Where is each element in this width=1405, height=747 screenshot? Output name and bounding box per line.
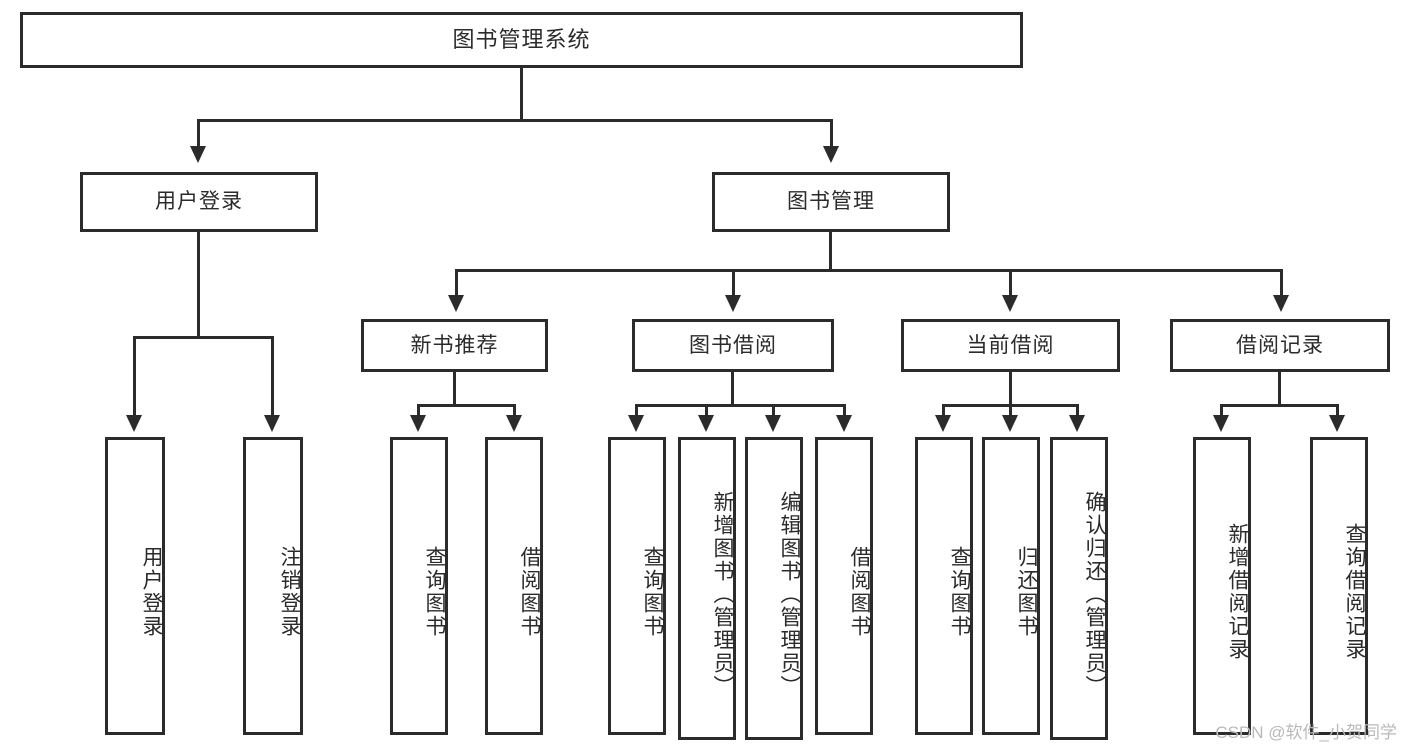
arrow-to-bb-leaf-4 bbox=[836, 415, 852, 432]
node-leaf-user-login[interactable]: 用户登录 bbox=[105, 437, 165, 735]
arrow-to-user-login bbox=[190, 146, 206, 163]
node-label: 编辑图书（管理员） bbox=[778, 491, 801, 698]
node-leaf-query-borrow-record[interactable]: 查询借阅记录 bbox=[1310, 437, 1368, 735]
node-label: 注销登录 bbox=[278, 546, 301, 638]
node-label: 确认归还（管理员） bbox=[1083, 491, 1106, 698]
connector-nbr-bar bbox=[417, 404, 516, 407]
node-leaf-return-book[interactable]: 归还图书 bbox=[982, 437, 1040, 735]
node-leaf-logout[interactable]: 注销登录 bbox=[243, 437, 303, 735]
arrow-to-book-borrow bbox=[725, 295, 741, 312]
connector-cb-drop-3 bbox=[1076, 404, 1079, 416]
node-label: 图书管理 bbox=[787, 190, 875, 214]
connector-cb-drop-1 bbox=[942, 404, 945, 416]
arrow-to-br-leaf-2 bbox=[1329, 415, 1345, 432]
node-leaf-query-book-bb[interactable]: 查询图书 bbox=[608, 437, 666, 735]
arrow-to-bb-leaf-3 bbox=[765, 415, 781, 432]
connector-book-management-stem bbox=[829, 232, 832, 272]
connector-bb-stem bbox=[731, 372, 734, 407]
connector-bb-drop-3 bbox=[772, 404, 775, 416]
connector-br-drop-1 bbox=[1220, 404, 1223, 416]
connector-user-login-drop-1 bbox=[133, 336, 136, 416]
connector-nbr-drop-1 bbox=[417, 404, 420, 416]
connector-bb-drop-4 bbox=[843, 404, 846, 416]
node-label: 查询图书 bbox=[948, 546, 971, 638]
node-label: 查询借阅记录 bbox=[1343, 523, 1366, 661]
arrow-to-bb-leaf-2 bbox=[698, 415, 714, 432]
arrow-to-new-book-recommend bbox=[448, 295, 464, 312]
connector-root-drop-left bbox=[197, 119, 200, 147]
connector-cb-stem bbox=[1009, 372, 1012, 407]
connector-nbr-drop-2 bbox=[513, 404, 516, 416]
node-label: 新书推荐 bbox=[410, 333, 499, 357]
connector-br-stem bbox=[1278, 372, 1281, 407]
arrow-to-nbr-leaf-2 bbox=[506, 415, 522, 432]
connector-bb-drop-2 bbox=[705, 404, 708, 416]
arrow-to-cb-leaf-3 bbox=[1069, 415, 1085, 432]
node-label: 图书管理系统 bbox=[452, 26, 591, 52]
connector-bm-drop-2 bbox=[732, 269, 735, 296]
connector-cb-drop-2 bbox=[1009, 404, 1012, 416]
node-label: 图书借阅 bbox=[689, 333, 777, 357]
node-book-management[interactable]: 图书管理 bbox=[712, 172, 950, 232]
connector-bm-drop-1 bbox=[455, 269, 458, 296]
node-leaf-borrow-book-bb[interactable]: 借阅图书 bbox=[815, 437, 873, 735]
node-user-login[interactable]: 用户登录 bbox=[80, 172, 318, 232]
node-label: 用户登录 bbox=[155, 190, 243, 214]
node-leaf-edit-book-admin[interactable]: 编辑图书（管理员） bbox=[745, 437, 803, 740]
arrow-to-book-management bbox=[823, 146, 839, 163]
node-borrow-record[interactable]: 借阅记录 bbox=[1170, 319, 1390, 372]
arrow-to-borrow-record bbox=[1273, 295, 1289, 312]
node-label: 当前借阅 bbox=[966, 333, 1055, 357]
connector-user-login-bar bbox=[133, 336, 274, 339]
connector-bm-drop-3 bbox=[1009, 269, 1012, 296]
connector-root-stem bbox=[520, 68, 523, 121]
node-leaf-add-book-admin[interactable]: 新增图书（管理员） bbox=[678, 437, 736, 740]
connector-book-management-bar bbox=[455, 269, 1283, 272]
connector-root-drop-right bbox=[830, 119, 833, 147]
arrow-to-logout-leaf bbox=[264, 415, 280, 432]
node-leaf-query-book-cb[interactable]: 查询图书 bbox=[915, 437, 973, 735]
arrow-to-nbr-leaf-1 bbox=[410, 415, 426, 432]
connector-bb-bar bbox=[635, 404, 846, 407]
node-label: 用户登录 bbox=[140, 546, 163, 638]
node-leaf-borrow-book-nbr[interactable]: 借阅图书 bbox=[485, 437, 543, 735]
arrow-to-br-leaf-1 bbox=[1213, 415, 1229, 432]
connector-root-bar bbox=[197, 119, 833, 122]
node-label: 借阅记录 bbox=[1236, 333, 1324, 357]
node-label: 新增图书（管理员） bbox=[711, 491, 734, 698]
node-current-borrow[interactable]: 当前借阅 bbox=[901, 319, 1120, 372]
connector-nbr-stem bbox=[453, 372, 456, 407]
arrow-to-cb-leaf-1 bbox=[935, 415, 951, 432]
connector-br-drop-2 bbox=[1336, 404, 1339, 416]
node-root-library-system[interactable]: 图书管理系统 bbox=[20, 12, 1023, 68]
arrow-to-current-borrow bbox=[1002, 295, 1018, 312]
connector-bm-drop-4 bbox=[1280, 269, 1283, 296]
connector-bb-drop-1 bbox=[635, 404, 638, 416]
node-new-book-recommend[interactable]: 新书推荐 bbox=[361, 319, 548, 372]
connector-br-bar bbox=[1220, 404, 1339, 407]
connector-user-login-drop-2 bbox=[271, 336, 274, 416]
node-leaf-add-borrow-record[interactable]: 新增借阅记录 bbox=[1193, 437, 1251, 735]
node-label: 借阅图书 bbox=[848, 546, 871, 638]
node-label: 借阅图书 bbox=[518, 546, 541, 638]
node-label: 查询图书 bbox=[641, 546, 664, 638]
node-label: 查询图书 bbox=[423, 546, 446, 638]
node-leaf-confirm-return-admin[interactable]: 确认归还（管理员） bbox=[1050, 437, 1108, 740]
node-book-borrow[interactable]: 图书借阅 bbox=[632, 319, 834, 372]
node-leaf-query-book-nbr[interactable]: 查询图书 bbox=[390, 437, 448, 735]
arrow-to-user-login-leaf bbox=[126, 415, 142, 432]
arrow-to-cb-leaf-2 bbox=[1002, 415, 1018, 432]
arrow-to-bb-leaf-1 bbox=[628, 415, 644, 432]
connector-user-login-stem bbox=[197, 232, 200, 338]
node-label: 归还图书 bbox=[1015, 546, 1038, 638]
node-label: 新增借阅记录 bbox=[1226, 523, 1249, 661]
